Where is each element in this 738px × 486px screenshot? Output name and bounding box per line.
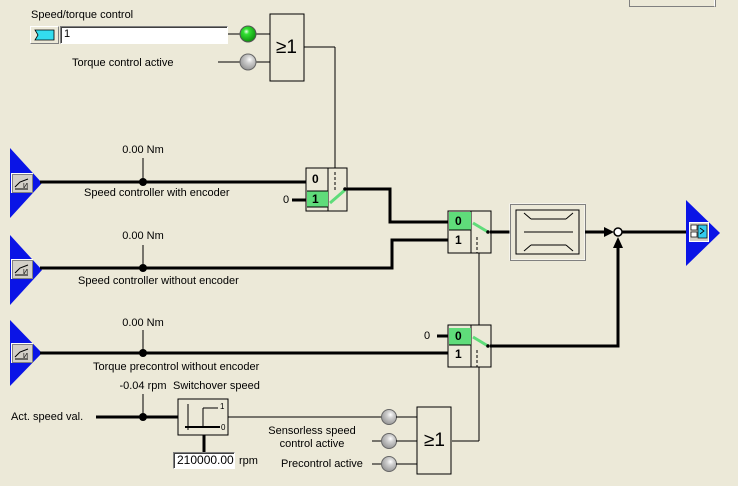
- probe-point-speed: [139, 413, 147, 421]
- probe-point-3: [139, 349, 147, 357]
- signal-wire: [523, 212, 532, 220]
- threshold-hi: 1: [220, 402, 225, 411]
- svg-text:И: И: [23, 269, 28, 276]
- speed-torque-led: [239, 25, 257, 43]
- setpoint-icon-1[interactable]: И: [11, 173, 33, 193]
- junction: [343, 187, 347, 191]
- probe-point-1: [139, 178, 147, 186]
- top-right-panel: [629, 0, 715, 7]
- svg-text:И: И: [23, 183, 28, 190]
- block-part: [449, 212, 471, 230]
- switch-3-pos-0[interactable]: 0: [455, 329, 462, 343]
- signal-wire: [472, 335, 489, 348]
- sum-point: [613, 227, 623, 237]
- signal-wire: [490, 244, 620, 348]
- signal-wire: [329, 188, 346, 205]
- svg-text:И: И: [23, 353, 28, 360]
- signal-wire: [523, 244, 532, 252]
- switch-3-const: 0: [424, 330, 431, 342]
- switch-3-pos-1[interactable]: 1: [455, 347, 462, 361]
- switch-1-const: 0: [283, 194, 290, 206]
- torque-control-led: [239, 53, 257, 71]
- switch-2-pos-0[interactable]: 0: [455, 214, 462, 228]
- setpoint-icon-3[interactable]: И: [11, 343, 33, 363]
- speed-torque-label: Speed/torque control: [31, 9, 134, 21]
- junction: [486, 344, 490, 348]
- sensorless-label-line1: Sensorless speed: [268, 425, 356, 437]
- bottom-or-symbol: ≥1: [424, 430, 445, 451]
- signal-wire: [40, 238, 448, 270]
- input-3-value: 0.00 Nm: [122, 317, 164, 329]
- connector-icon: [34, 29, 55, 41]
- signal-wire: [565, 212, 574, 220]
- switchover-unit: rpm: [239, 455, 258, 467]
- switch-1-pos-1[interactable]: 1: [312, 192, 319, 206]
- act-speed-label: Act. speed val.: [11, 411, 84, 423]
- input-1-value: 0.00 Nm: [122, 144, 164, 156]
- signal-wire: [565, 244, 574, 252]
- switch-2-pos-1[interactable]: 1: [455, 233, 462, 247]
- sensorless-label-line2: control active: [279, 438, 345, 450]
- sensorless-label: Sensorless speed control active: [262, 425, 362, 451]
- output-connector-icon[interactable]: [689, 222, 709, 242]
- top-or-gate: [269, 13, 305, 82]
- block-part: [449, 328, 471, 345]
- torque-active-label: Torque control active: [72, 57, 174, 69]
- threshold-lo: 0: [221, 423, 226, 432]
- speed-torque-value[interactable]: 1: [60, 26, 228, 44]
- bottom-or-gate: [416, 406, 452, 475]
- top-or-symbol: ≥1: [276, 37, 297, 58]
- input-2-value: 0.00 Nm: [122, 230, 164, 242]
- connector-button[interactable]: [30, 26, 59, 44]
- act-speed-value: -0.04 rpm: [119, 380, 167, 392]
- junction: [486, 230, 490, 234]
- switchover-speed-input[interactable]: 210000.00: [173, 452, 235, 469]
- arrow-head: [613, 237, 623, 248]
- switchover-led: [381, 409, 397, 425]
- switch-1-pos-0[interactable]: 0: [312, 172, 319, 186]
- precontrol-led: [381, 456, 397, 472]
- setpoint-icon-2[interactable]: И: [11, 259, 33, 279]
- switchover-label: Switchover speed: [173, 380, 260, 392]
- signal-wire: [472, 221, 489, 234]
- block-part: [307, 191, 328, 207]
- input-3-label: Torque precontrol without encoder: [93, 361, 260, 373]
- input-1-label: Speed controller with encoder: [84, 187, 230, 199]
- signal-wire: [347, 187, 448, 224]
- sensorless-led: [381, 433, 397, 449]
- probe-point-2: [139, 264, 147, 272]
- arrow-head: [604, 227, 614, 237]
- input-2-label: Speed controller without encoder: [78, 275, 239, 287]
- precontrol-label: Precontrol active: [281, 458, 363, 470]
